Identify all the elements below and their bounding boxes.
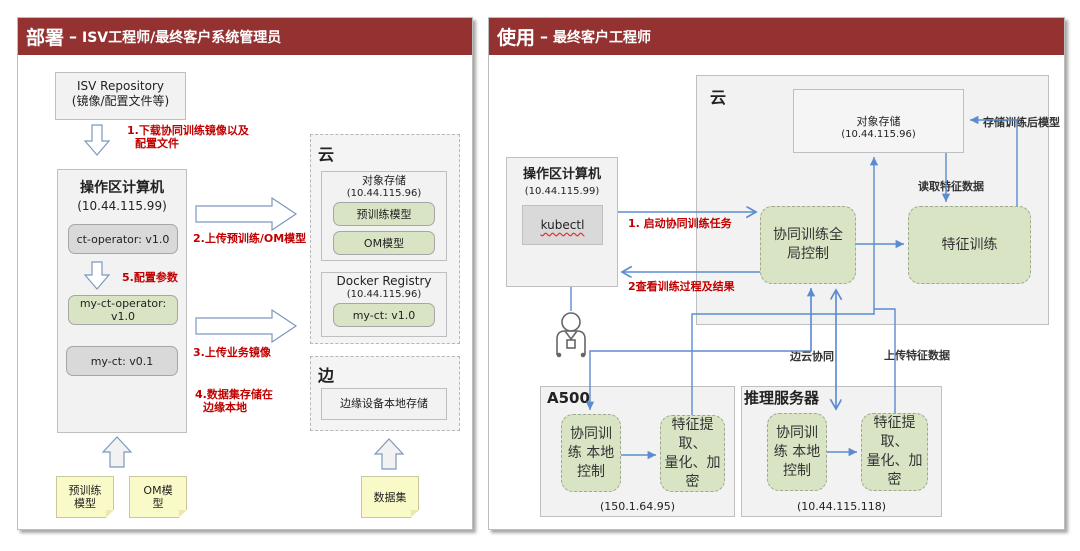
a500-local-control-node: 协同训 练 本地 控制	[561, 414, 621, 492]
operator-pc-ip: (10.44.115.99)	[77, 199, 167, 213]
kubectl-tool[interactable]: kubectl	[522, 205, 603, 245]
operator-pc-ip-right: (10.44.115.99)	[524, 186, 600, 197]
om-model-item: OM模型	[333, 231, 435, 255]
feature-training-node: 特征训练	[908, 206, 1031, 284]
isv-repository-box: ISV Repository (镜像/配置文件等)	[55, 72, 186, 120]
operator-pc-title-right: 操作区计算机	[522, 167, 601, 182]
my-ct-registry-item: my-ct: v1.0	[333, 303, 435, 327]
store-model-label: 存储训练后模型	[983, 116, 1060, 129]
cloud-title-left: 云	[318, 145, 335, 164]
deploy-subtitle: ISV工程师/最终客户系统管理员	[82, 29, 282, 46]
step4-label: 4.数据集存储在 边缘本地	[195, 388, 273, 414]
inference-server-title: 推理服务器	[744, 389, 820, 407]
read-features-label: 读取特征数据	[918, 180, 984, 193]
inference-server-ip: (10.44.115.118)	[796, 500, 887, 513]
a500-title: A500	[547, 389, 590, 407]
upload-features-label: 上传特征数据	[884, 349, 950, 362]
inference-local-control-node: 协同训 练 本地 控制	[767, 413, 827, 491]
edge-local-storage: 边缘设备本地存储	[321, 388, 447, 420]
inference-feature-extract-node: 特征提取、 量化、加 密	[861, 413, 928, 491]
start-task-label: 1. 启动协同训练任务	[628, 217, 732, 230]
pretrained-model-item: 预训练模型	[333, 202, 435, 226]
view-results-label: 2查看训练过程及结果	[628, 280, 735, 293]
step1-label: 1.下载协同训练镜像以及 配置文件	[127, 124, 249, 150]
object-storage-box-right	[793, 89, 964, 153]
deploy-panel-header: 部署 – ISV工程师/最终客户系统管理员	[18, 18, 472, 55]
step3-label: 3.上传业务镜像	[193, 346, 271, 359]
note-pretrained-model: 预训练 模型	[56, 476, 114, 518]
edge-cloud-label: 边云协同	[790, 350, 834, 363]
operator-pc-title: 操作区计算机	[80, 180, 164, 196]
edge-title-left: 边	[318, 366, 335, 385]
step5-label: 5.配置参数	[122, 271, 178, 284]
step2-label: 2.上传预训练/OM模型	[193, 232, 307, 245]
cloud-title-right: 云	[710, 88, 727, 107]
usage-panel-header: 使用 – 最终客户工程师	[489, 18, 1064, 55]
usage-subtitle: 最终客户工程师	[553, 29, 652, 46]
usage-title: 使用	[497, 27, 536, 49]
a500-ip: (150.1.64.95)	[599, 500, 676, 513]
my-ct-image: my-ct: v0.1	[66, 346, 178, 376]
note-om-model: OM模 型	[129, 476, 187, 518]
deploy-title: 部署	[26, 27, 65, 49]
my-ct-operator-image: my-ct-operator: v1.0	[68, 295, 178, 325]
a500-feature-extract-node: 特征提取、 量化、加 密	[660, 415, 725, 492]
ct-operator-image: ct-operator: v1.0	[68, 224, 178, 254]
global-control-node: 协同训练全 局控制	[760, 206, 856, 284]
note-dataset: 数据集	[361, 476, 419, 518]
